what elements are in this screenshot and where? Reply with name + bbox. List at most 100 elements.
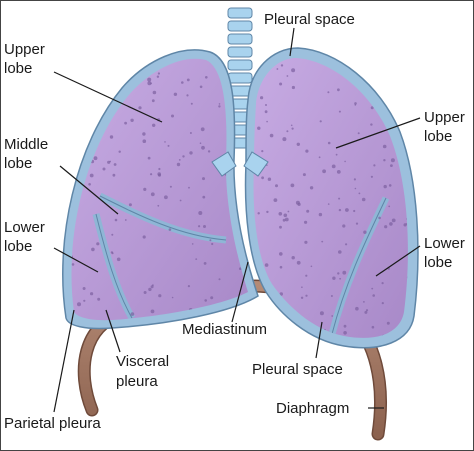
- label-mediastinum: Mediastinum: [182, 321, 267, 338]
- lung-speckle: [384, 225, 388, 229]
- lung-speckle: [188, 186, 190, 189]
- lung-speckle: [354, 187, 357, 190]
- lung-speckle: [124, 219, 127, 221]
- lung-speckle: [330, 295, 333, 297]
- lung-speckle: [291, 256, 295, 260]
- lung-speckle: [158, 173, 161, 177]
- lung-speckle: [373, 164, 376, 167]
- leader-middle-lobe: [59, 165, 119, 215]
- lung-speckle: [353, 209, 356, 213]
- lung-speckle: [241, 193, 244, 195]
- lung-speckle: [310, 265, 313, 268]
- lung-speckle: [264, 263, 269, 267]
- label-pleural-space-top: Pleural space: [264, 11, 355, 28]
- lung-speckle: [286, 130, 289, 133]
- lung-speckle: [113, 90, 116, 93]
- lung-speckle: [391, 218, 396, 223]
- lung-speckle: [297, 202, 301, 206]
- lung-speckle: [342, 270, 347, 275]
- lung-speckle: [276, 68, 279, 70]
- lung-speckle: [218, 278, 221, 281]
- lung-speckle: [318, 156, 321, 159]
- lung-speckle: [181, 81, 184, 84]
- lung-speckle: [361, 58, 365, 60]
- lung-speckle: [365, 309, 369, 312]
- lung-speckle: [371, 325, 375, 329]
- lung-speckle: [279, 292, 283, 296]
- lung-speckle: [379, 70, 382, 73]
- lung-speckle: [168, 228, 172, 231]
- lung-speckle: [282, 218, 286, 222]
- lung-speckle: [395, 112, 400, 117]
- lung-speckle: [318, 212, 323, 217]
- lung-speckle: [353, 178, 356, 181]
- lung-speckle: [282, 137, 287, 142]
- lung-speckle: [354, 102, 357, 105]
- bronchi: [211, 151, 269, 177]
- lung-speckle: [201, 145, 205, 150]
- lung-speckle: [93, 156, 98, 161]
- lung-speckle: [93, 102, 96, 104]
- lung-speckle: [355, 306, 359, 311]
- lung-speckle: [339, 277, 341, 280]
- leader-parietal-pleura: [53, 309, 75, 413]
- lung-speckle: [370, 175, 373, 178]
- lung-speckle: [370, 106, 374, 110]
- lung-speckle: [150, 285, 154, 289]
- lung-speckle: [96, 242, 100, 246]
- lung-speckle: [203, 225, 206, 228]
- lung-speckle: [296, 142, 300, 146]
- lung-speckle: [178, 159, 181, 161]
- lung-speckle: [321, 240, 324, 243]
- lung-speckle: [332, 276, 336, 280]
- lung-speckle: [119, 58, 123, 62]
- lung-speckle: [301, 286, 303, 289]
- lung-speckle: [405, 223, 408, 225]
- lung-speckle: [182, 155, 185, 158]
- lung-speckle: [345, 243, 348, 246]
- label-visceral-pleura: Visceral pleura: [116, 353, 173, 390]
- labels: Upper lobe Middle lobe Lower lobe Pleura…: [4, 11, 465, 432]
- lung-speckle: [381, 282, 384, 285]
- lung-speckle: [77, 302, 81, 307]
- lung-speckle: [327, 91, 330, 94]
- lung-speckle: [358, 192, 361, 195]
- lung-speckle: [338, 208, 342, 212]
- label-diaphragm: Diaphragm: [276, 400, 349, 417]
- lung-speckle: [378, 216, 381, 220]
- lung-speckle: [344, 160, 346, 163]
- lung-speckle: [261, 176, 264, 180]
- lung-speckle: [179, 199, 182, 202]
- lung-speckle: [338, 250, 342, 254]
- lung-speckle: [279, 252, 283, 256]
- lung-speckle: [305, 149, 309, 153]
- lung-speckle: [138, 106, 142, 110]
- lung-speckle: [388, 205, 391, 208]
- lung-speckle: [176, 162, 181, 167]
- lung-speckle: [372, 294, 376, 297]
- lung-speckle: [338, 197, 341, 200]
- lung-speckle: [306, 209, 310, 213]
- lung-speckle: [302, 173, 306, 177]
- lung-speckle: [241, 217, 245, 220]
- lung-speckle: [123, 66, 127, 70]
- lung-speckle: [114, 218, 118, 222]
- lung-speckle: [171, 114, 174, 118]
- lung-speckle: [381, 302, 384, 305]
- lung-speckle: [97, 297, 101, 301]
- lung-speckle: [147, 81, 152, 86]
- leader-upper-lobe-left: [53, 71, 163, 123]
- lung-speckle: [290, 183, 295, 188]
- right-lung: [244, 47, 419, 349]
- lung-speckle: [167, 144, 170, 147]
- lung-speckle: [291, 85, 295, 90]
- lung-speckle: [157, 72, 160, 75]
- lung-speckle: [69, 185, 72, 188]
- left-lung: [62, 49, 259, 330]
- lung-speckle: [266, 120, 268, 123]
- lung-speckle: [71, 263, 75, 266]
- lung-speckle: [239, 213, 242, 216]
- lung-speckle: [287, 210, 290, 213]
- lung-speckle: [331, 164, 336, 169]
